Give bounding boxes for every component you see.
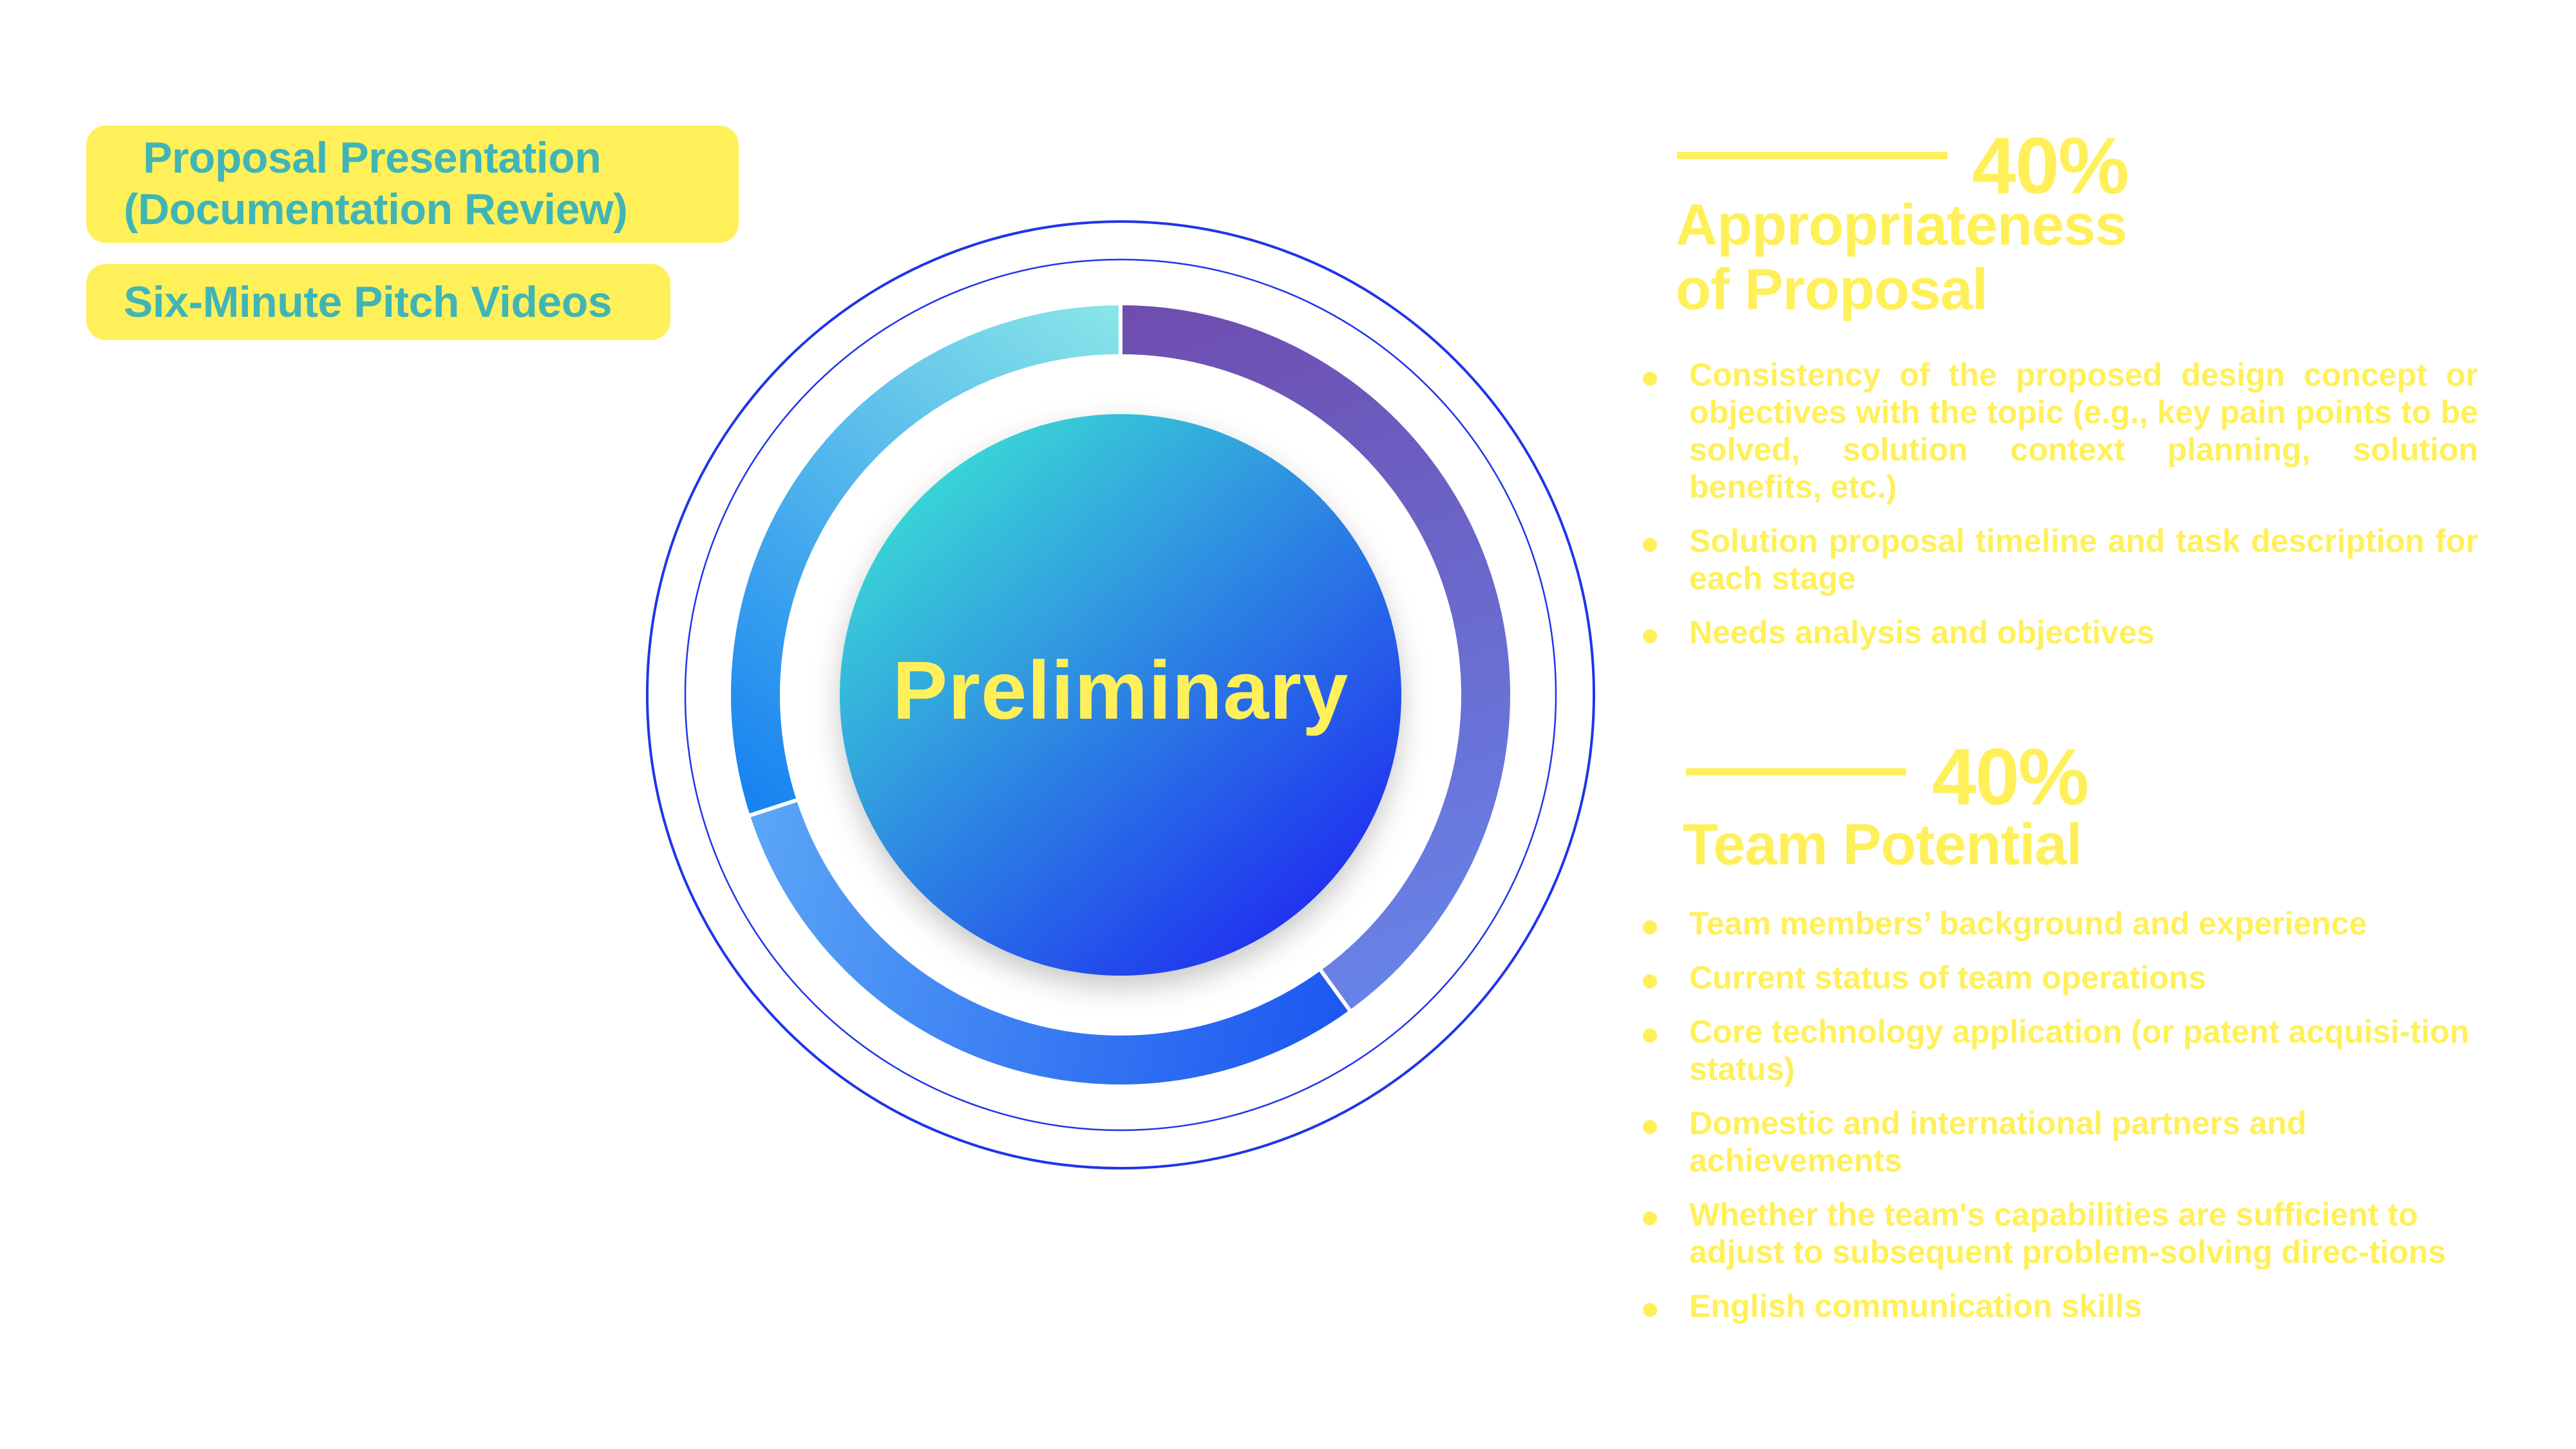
list-item: Consistency of the proposed design conce… xyxy=(1643,356,2478,506)
criteria-list-team-potential: Team members’ background and experience … xyxy=(1643,905,2478,1341)
section-title-line-1: Appropriateness xyxy=(1676,193,2127,258)
bullet-dot-icon xyxy=(1643,538,1657,552)
list-item: English communication skills xyxy=(1643,1287,2478,1325)
bullet-dot-icon xyxy=(1643,1028,1657,1043)
bullet-dot-icon xyxy=(1643,372,1657,386)
bullet-dot-icon xyxy=(1643,920,1657,934)
pill-label-line-2: (Documentation Review) xyxy=(124,185,628,234)
list-item-text: Needs analysis and objectives xyxy=(1689,614,2155,650)
section-title-line-2: of Proposal xyxy=(1676,258,1988,322)
inner-ring xyxy=(684,258,1557,1132)
list-item: Needs analysis and objectives xyxy=(1643,614,2478,651)
criteria-list-appropriateness: Consistency of the proposed design conce… xyxy=(1643,356,2478,668)
list-item: Domestic and international partners and … xyxy=(1643,1104,2478,1179)
bullet-dot-icon xyxy=(1643,1211,1657,1226)
list-item-text: Domestic and international partners and … xyxy=(1689,1105,2307,1179)
list-item-text: Current status of team operations xyxy=(1689,960,2206,996)
pill-label: Six-Minute Pitch Videos xyxy=(124,278,612,327)
proposal-presentation-pill: Proposal Presentation (Documentation Rev… xyxy=(86,126,739,243)
pill-label-line-1: Proposal Presentation xyxy=(143,133,601,182)
bullet-dot-icon xyxy=(1643,974,1657,989)
list-item-text: Core technology application (or patent a… xyxy=(1689,1014,2470,1087)
list-item: Current status of team operations xyxy=(1643,959,2478,996)
list-item-text: English communication skills xyxy=(1689,1288,2142,1324)
section-percent: 40% xyxy=(1972,122,2129,211)
center-label: Preliminary xyxy=(892,645,1349,737)
bullet-dot-icon xyxy=(1643,629,1657,643)
center-circle xyxy=(840,414,1401,976)
list-item-text: Solution proposal timeline and task desc… xyxy=(1689,523,2478,596)
section-title: Team Potential xyxy=(1683,813,2082,877)
list-item: Core technology application (or patent a… xyxy=(1643,1013,2478,1088)
donut-segment-cyan xyxy=(727,301,1122,819)
section-percent: 40% xyxy=(1932,733,2089,822)
list-item: Team members’ background and experience xyxy=(1643,905,2478,942)
list-item-text: Whether the team's capabilities are suff… xyxy=(1689,1197,2447,1270)
list-item-text: Consistency of the proposed design conce… xyxy=(1689,357,2478,505)
list-item: Whether the team's capabilities are suff… xyxy=(1643,1196,2478,1271)
section-rule xyxy=(1686,768,1906,775)
section-rule xyxy=(1677,152,1947,159)
bullet-dot-icon xyxy=(1643,1303,1657,1317)
bullet-dot-icon xyxy=(1643,1120,1657,1134)
list-item: Solution proposal timeline and task desc… xyxy=(1643,522,2478,597)
donut-segment-purple xyxy=(1119,301,1514,1015)
outer-ring xyxy=(646,220,1595,1170)
list-item-text: Team members’ background and experience xyxy=(1689,905,2367,942)
pitch-videos-pill: Six-Minute Pitch Videos xyxy=(86,264,670,340)
